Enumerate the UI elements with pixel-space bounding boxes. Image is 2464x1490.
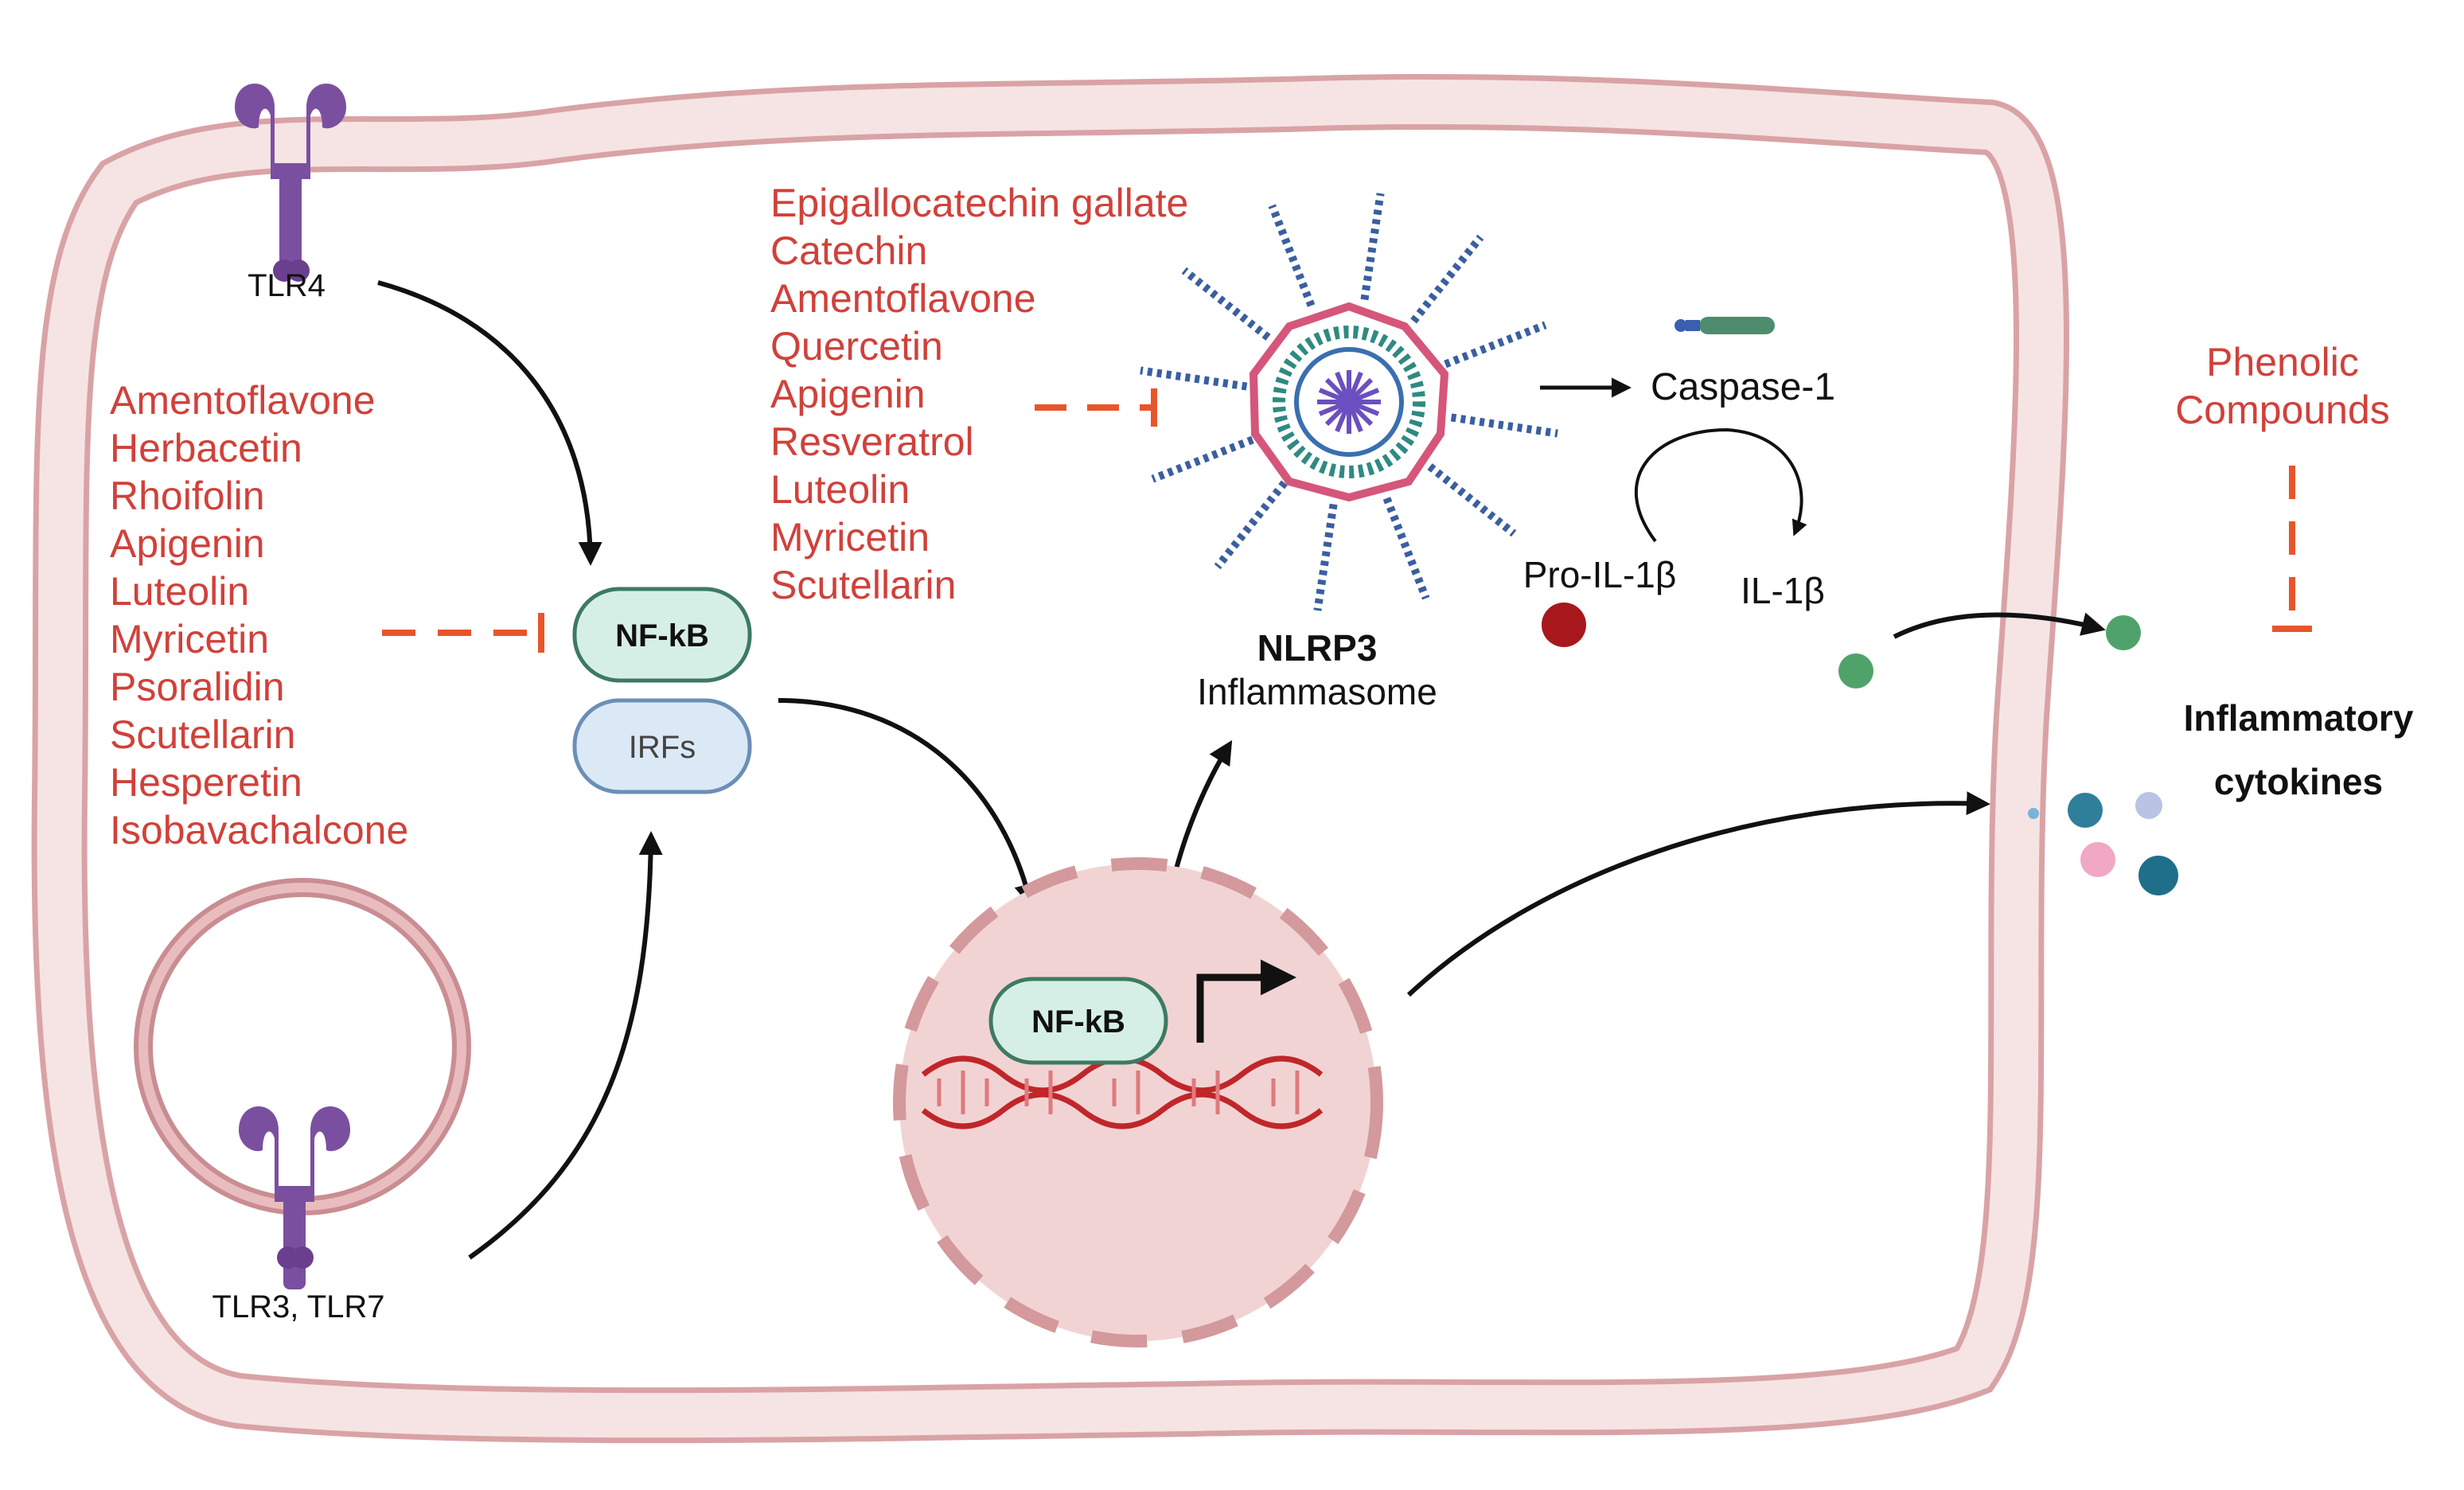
cytokines-label: cytokines xyxy=(2214,761,2383,802)
nfkb-inhibitor: Luteolin xyxy=(110,569,249,614)
arrow-nucleus-to-cytokines xyxy=(1406,791,1990,997)
irfs-label: IRFs xyxy=(629,730,696,765)
nfkb-inhibitor: Hesperetin xyxy=(110,760,302,805)
transcription-arrow-icon xyxy=(1196,959,1296,1043)
nlrp3-inhibitor: Resveratrol xyxy=(770,419,974,464)
irfs-box xyxy=(572,698,752,794)
nlrp3-inhibitor: Epigallocatechin gallate xyxy=(770,181,1188,225)
cell-membrane xyxy=(31,73,2069,1444)
phenolic-label: Compounds xyxy=(2175,388,2390,432)
caspase-icon xyxy=(1675,317,1775,334)
inflammasome-spoke xyxy=(1313,503,1338,611)
nlrp3-inflammasome-icon xyxy=(1140,193,1558,611)
caspase-label: Caspase-1 xyxy=(1651,366,1835,408)
inflammasome-spoke xyxy=(1268,204,1316,307)
nuclear-nfkb-box xyxy=(988,977,1168,1065)
tlr3-tlr7-label: TLR3, TLR7 xyxy=(212,1289,384,1324)
nfkb-inhibitor: Myricetin xyxy=(110,617,269,661)
pro-il1b-label: Pro-IL-1β xyxy=(1523,554,1677,595)
nfkb-box xyxy=(572,587,752,683)
nlrp3-inhibitor-list: Epigallocatechin gallate Catechin Amento… xyxy=(770,181,1188,607)
inflammasome-spoke xyxy=(1427,463,1517,537)
nlrp3-title: NLRP3 xyxy=(1257,627,1378,669)
il1b-label: IL-1β xyxy=(1741,570,1825,611)
inflammasome-spoke xyxy=(1444,321,1547,369)
nlrp3-inhibitor: Quercetin xyxy=(770,324,943,369)
nfkb-label: NF-kB xyxy=(615,618,709,653)
nlrp3-inhibitor: Scutellarin xyxy=(770,563,956,607)
nfkb-inhibitor: Amentoflavone xyxy=(110,378,376,423)
arrow-complex-to-nucleus xyxy=(778,698,1038,908)
inflammasome-spoke xyxy=(1360,193,1385,301)
nfkb-irfs-complex: NF-kB IRFs xyxy=(572,587,752,794)
il1b-icon xyxy=(1838,653,1873,688)
nlrp3-inhibitor: Catechin xyxy=(770,228,927,273)
nlrp3-inhibition-line xyxy=(1035,388,1157,427)
nfkb-inhibitor: Psoralidin xyxy=(110,665,285,709)
arrow-tlr4-to-nfkb xyxy=(377,280,602,566)
inflammasome-spoke xyxy=(1140,366,1248,391)
released-il1b-icon xyxy=(2106,615,2141,650)
nfkb-inhibitor: Rhoifolin xyxy=(110,474,265,518)
arrow-prol1b-to-il1b xyxy=(1634,427,1807,543)
nfkb-inhibitor: Herbacetin xyxy=(110,426,302,470)
arrow-tlr3-to-irfs xyxy=(468,831,663,1260)
nlrp3-inhibitor: Amentoflavone xyxy=(770,276,1036,321)
phenolic-inhibition-line xyxy=(2272,466,2312,632)
pro-il1b-icon xyxy=(1542,603,1586,647)
nucleus: NF-kB xyxy=(893,857,1383,1348)
inflammasome-spoke xyxy=(1214,480,1288,570)
nfkb-inhibitor: Scutellarin xyxy=(110,712,295,757)
cytokine-particles-icon xyxy=(2028,792,2178,895)
nlrp3-inhibitor: Myricetin xyxy=(770,515,930,560)
tlr4-label: TLR4 xyxy=(248,268,326,303)
inflammasome-spoke xyxy=(1151,435,1254,483)
inflammasome-spoke xyxy=(1382,497,1430,600)
nfkb-inhibitor: Apigenin xyxy=(110,521,265,566)
nfkb-inhibitor: Isobavachalcone xyxy=(110,808,408,852)
tlr4-receptor-icon xyxy=(235,84,346,282)
nlrp3-inhibitor: Apigenin xyxy=(770,372,926,416)
inflammasome-spoke xyxy=(1410,234,1484,324)
tlr3-tlr7-receptor-icon xyxy=(239,1106,350,1289)
inflammasome-spoke xyxy=(1181,267,1271,341)
phenolic-label: Phenolic xyxy=(2206,340,2359,384)
nfkb-inhibition-line xyxy=(382,613,544,653)
nfkb-inhibitor-list: Amentoflavone Herbacetin Rhoifolin Apige… xyxy=(110,378,408,852)
nlrp3-subtitle: Inflammasome xyxy=(1197,671,1437,712)
arrow-release-cytokine xyxy=(1893,612,2106,639)
nlrp3-inhibitor: Luteolin xyxy=(770,467,910,512)
cytokines-label: Inflammatory xyxy=(2184,697,2414,739)
inflammasome-spoke xyxy=(1450,413,1558,438)
nuclear-nfkb-label: NF-kB xyxy=(1031,1004,1125,1039)
